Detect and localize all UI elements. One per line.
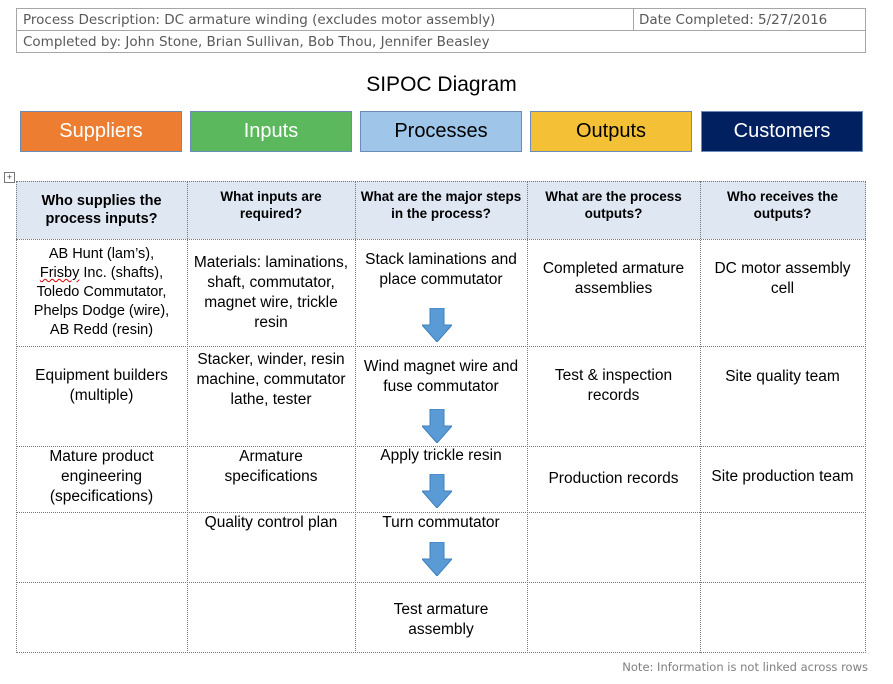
supplier-toledo: Toledo Commutator, [36,284,167,300]
processes-box: Processes [360,111,522,152]
column-line [865,181,866,653]
input-cell-3: Armature specifications [224,448,318,485]
supplier-cell-1: AB Hunt (lam’s), Frisby Inc. (shafts), T… [16,239,187,346]
customer-cell-3: Site production team [711,468,854,485]
header-processes: What are the major steps in the process? [360,189,522,221]
row-line [16,446,866,447]
supplier-ab-redd: AB Redd (resin) [49,322,154,338]
date-completed: Date Completed: 5/27/2016 [639,12,828,28]
supplier-phelps-dodge: Phelps Dodge (wire), [33,303,170,319]
customers-box: Customers [701,111,863,152]
footnote: Note: Information is not linked across r… [622,660,868,674]
header-inputs: What inputs are required? [220,189,322,221]
row-line [16,239,866,240]
input-cell-1: Materials: laminations, shaft, commutato… [193,253,349,331]
supplier-cell-3: Mature product engineering (specificatio… [49,448,154,505]
diagram-title: SIPOC Diagram [366,73,517,96]
process-step-4: Turn commutator [382,514,500,531]
process-info-row: Process Description: DC armature winding… [17,9,865,31]
column-line [16,181,17,653]
process-step-2: Wind magnet wire and fuse commutator [363,358,519,395]
outputs-box: Outputs [530,111,692,152]
header-outputs: What are the process outputs? [545,189,682,221]
process-step-1: Stack laminations and place commutator [365,251,517,288]
down-arrow-icon [422,542,452,576]
sipoc-table: Who supplies the process inputs? What in… [16,181,866,653]
row-line [16,181,866,182]
inputs-box: Inputs [190,111,352,152]
completed-by: Completed by: John Stone, Brian Sullivan… [23,34,490,50]
output-cell-3: Production records [548,470,679,487]
header-customers: Who receives the outputs? [726,189,839,221]
process-step-5: Test armature assembly [393,601,489,638]
supplier-frisby-detail: Inc. (shafts), [79,265,164,281]
input-cell-2: Stacker, winder, resin machine, commutat… [196,351,346,408]
process-step-3: Apply trickle resin [380,447,502,464]
customer-cell-2: Site quality team [725,368,840,385]
output-cell-1: Completed armature assemblies [542,260,685,297]
suppliers-box: Suppliers [20,111,182,152]
column-line [355,181,356,653]
table-header-row [16,181,866,239]
column-line [700,181,701,653]
process-description: Process Description: DC armature winding… [23,12,496,28]
process-info-table: Process Description: DC armature winding… [16,8,866,53]
supplier-ab-hunt: AB Hunt (lam’s), [48,246,155,262]
header-suppliers: Who supplies the process inputs? [41,193,162,227]
output-cell-2: Test & inspection records [554,367,673,404]
row-line [16,652,866,653]
info-divider [633,9,634,31]
row-line [16,346,866,347]
supplier-frisby: Frisby Inc. (shafts), [40,264,163,283]
input-cell-4: Quality control plan [204,514,338,531]
column-line [527,181,528,653]
spellcheck-word: Frisby [39,265,80,281]
supplier-cell-2: Equipment builders (multiple) [35,367,168,404]
row-line [16,582,866,583]
down-arrow-icon [422,474,452,508]
down-arrow-icon [422,308,452,342]
customer-cell-1: DC motor assembly cell [714,260,851,297]
table-move-handle-icon[interactable]: + [4,172,15,183]
column-line [187,181,188,653]
down-arrow-icon [422,409,452,443]
row-line [16,512,866,513]
